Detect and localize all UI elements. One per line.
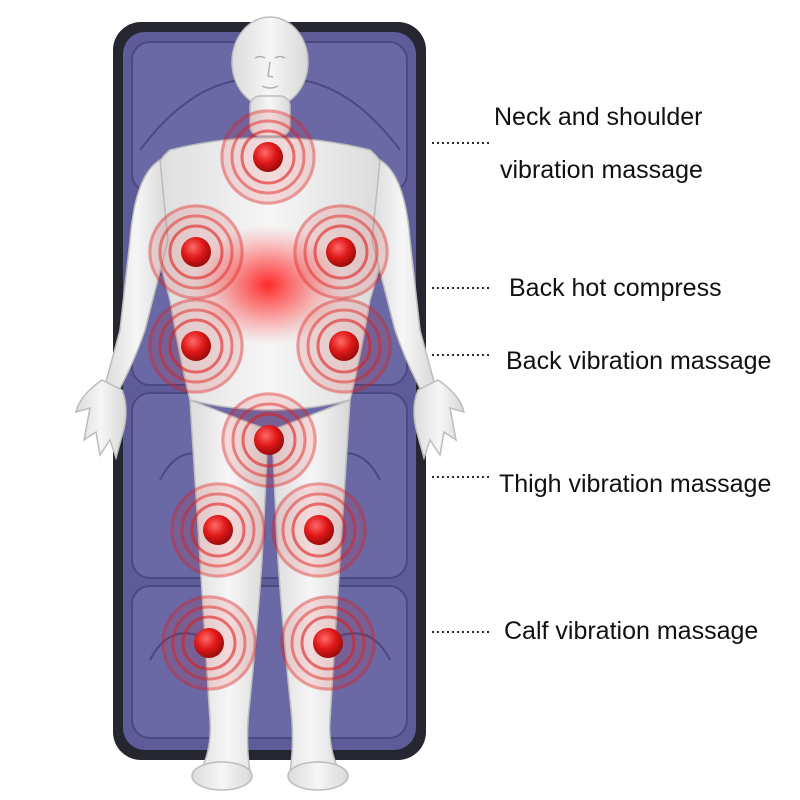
right-foot xyxy=(287,761,349,791)
hotspot-lower-back-right-ring xyxy=(306,308,382,384)
hotspot-calf-right-ring xyxy=(280,595,376,691)
hotspot-upper-back-right-ring xyxy=(313,224,369,280)
left-foot xyxy=(191,761,253,791)
hotspot-calf-right-dot xyxy=(313,628,343,658)
hotspot-thigh-left-ring xyxy=(190,502,246,558)
hotspot-lower-back-right-dot xyxy=(329,331,359,361)
heat-glow xyxy=(193,225,343,345)
hotspot-pelvis-ring xyxy=(231,402,307,478)
hotspot-pelvis xyxy=(221,392,317,488)
hotspot-thigh-left xyxy=(170,482,266,578)
neck xyxy=(249,95,291,137)
hotspot-neck-ring xyxy=(230,119,306,195)
hotspot-pelvis-ring xyxy=(221,392,317,488)
hotspot-thigh-right-ring xyxy=(291,502,347,558)
label-neck-line1: Neck and shoulder xyxy=(494,103,703,131)
vibration-hotspots xyxy=(148,109,392,691)
hotspot-thigh-right-ring xyxy=(271,482,367,578)
hotspot-thigh-right xyxy=(271,482,367,578)
hotspot-thigh-right-dot xyxy=(304,515,334,545)
hotspot-upper-back-left-dot xyxy=(181,237,211,267)
hotspot-upper-back-right-ring xyxy=(303,214,379,290)
right-hand xyxy=(413,379,466,461)
hotspot-lower-back-right-ring xyxy=(316,318,372,374)
hotspot-lower-back-right-ring xyxy=(296,298,392,394)
hotspot-calf-left-ring xyxy=(171,605,247,681)
hotspot-upper-back-right-dot xyxy=(326,237,356,267)
hotspot-lower-back-left-ring xyxy=(168,318,224,374)
hotspot-lower-back-left-dot xyxy=(181,331,211,361)
left-hand xyxy=(74,379,127,461)
hotspot-lower-back-right xyxy=(296,298,392,394)
hotspot-thigh-right-ring xyxy=(281,492,357,568)
hotspot-neck xyxy=(220,109,316,205)
hotspot-upper-back-left-ring xyxy=(158,214,234,290)
hotspot-upper-back-right xyxy=(293,204,389,300)
right-arm xyxy=(371,158,436,394)
hotspot-neck-ring xyxy=(220,109,316,205)
hotspot-neck-ring xyxy=(240,129,296,185)
hotspot-calf-right-ring xyxy=(290,605,366,681)
hotspot-thigh-left-ring xyxy=(180,492,256,568)
hotspot-pelvis-dot xyxy=(254,425,284,455)
hotspot-calf-right xyxy=(280,595,376,691)
label-neck-line2: vibration massage xyxy=(500,156,703,184)
hotspot-calf-left-ring xyxy=(161,595,257,691)
hotspot-thigh-left-dot xyxy=(203,515,233,545)
hotspot-pelvis-ring xyxy=(241,412,297,468)
hotspot-lower-back-left-ring xyxy=(148,298,244,394)
hotspot-calf-left-ring xyxy=(181,615,237,671)
hotspot-lower-back-left-ring xyxy=(158,308,234,384)
label-thigh-vibration: Thigh vibration massage xyxy=(499,470,772,498)
hotspot-upper-back-left-ring xyxy=(148,204,244,300)
hotspot-upper-back-right-ring xyxy=(293,204,389,300)
hotspot-calf-left-dot xyxy=(194,628,224,658)
hotspot-thigh-left-ring xyxy=(170,482,266,578)
label-back-vibration: Back vibration massage xyxy=(506,347,772,375)
hotspot-upper-back-left-ring xyxy=(168,224,224,280)
hotspot-upper-back-left xyxy=(148,204,244,300)
hotspot-calf-right-ring xyxy=(300,615,356,671)
label-calf-vibration: Calf vibration massage xyxy=(504,617,759,645)
face-details xyxy=(254,55,286,89)
left-arm xyxy=(104,158,169,394)
label-back-hot-compress: Back hot compress xyxy=(509,274,722,302)
hotspot-lower-back-left xyxy=(148,298,244,394)
hotspot-neck-dot xyxy=(253,142,283,172)
hotspot-calf-left xyxy=(161,595,257,691)
